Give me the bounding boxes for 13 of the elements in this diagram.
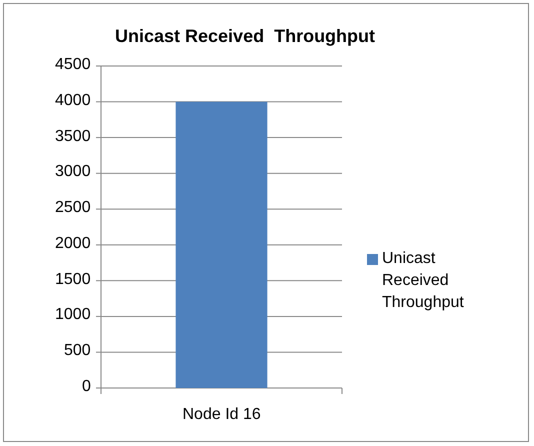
tick-label: 0 [82, 378, 91, 396]
chart-title: Unicast Received Throughput [115, 26, 376, 47]
tick-label: 3500 [55, 128, 91, 146]
tick-label: 4500 [55, 56, 91, 74]
tick-label: 2000 [55, 234, 91, 253]
legend-label: Unicast Received Throughput [382, 249, 465, 313]
tick-label: 1000 [55, 306, 91, 324]
tick-label: 4000 [55, 92, 91, 110]
tick-label: 500 [64, 342, 91, 360]
tick-label: 1500 [55, 270, 91, 289]
tick-label: 2500 [55, 199, 91, 218]
tick-label: 3000 [55, 163, 91, 182]
category-label: Node Id 16 [182, 406, 261, 424]
